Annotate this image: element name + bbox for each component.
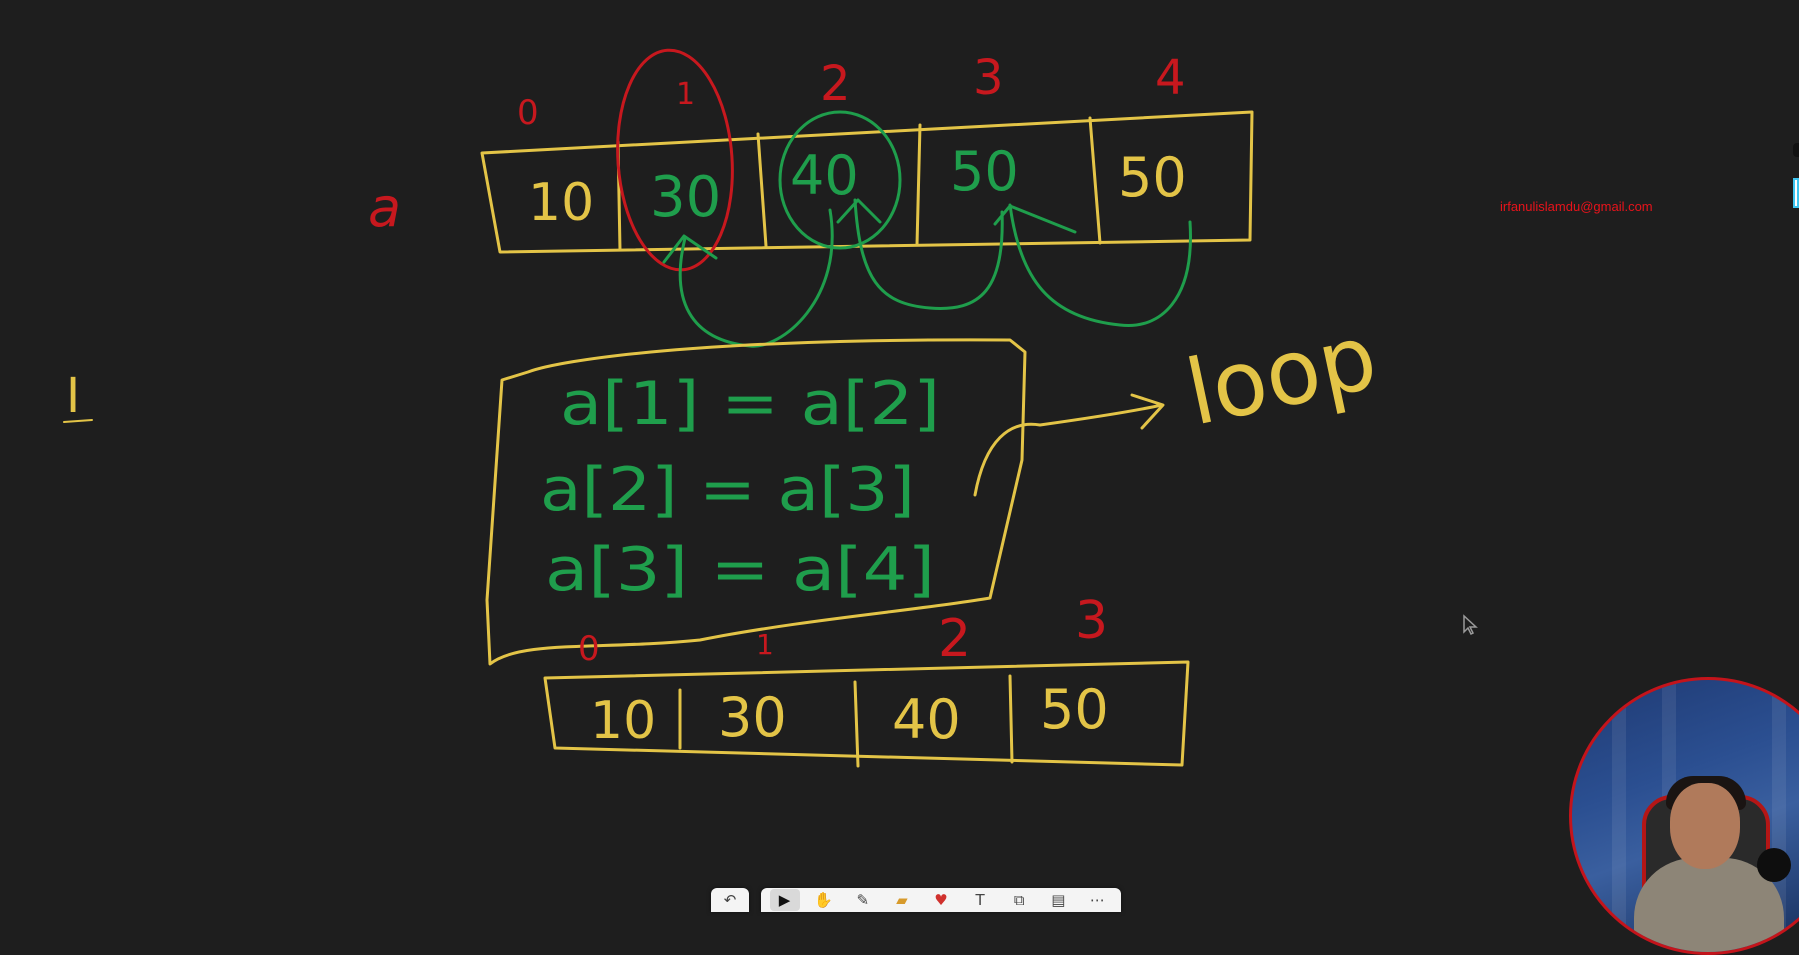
- edge-selection-marker[interactable]: [1793, 178, 1799, 208]
- top-cell: 40: [790, 144, 859, 207]
- shift-arrow: [1008, 203, 1192, 328]
- watermark-email: irfanulislamdu@gmail.com: [1500, 199, 1653, 214]
- assignment-line: a[2] = a[3]: [540, 455, 915, 525]
- side-mark-underline: [63, 419, 93, 423]
- loop-arrow: [973, 403, 1164, 497]
- top-index: 1: [676, 77, 695, 112]
- select-tool[interactable]: ▶: [769, 889, 800, 911]
- code-box: [485, 338, 1027, 666]
- shape-tool[interactable]: ⧉: [1013, 891, 1025, 909]
- top-array-box: [480, 110, 1254, 254]
- bottom-cell: 30: [718, 686, 787, 749]
- bottom-array-box: [543, 660, 1190, 767]
- hand-tool[interactable]: ✋: [814, 891, 833, 909]
- loop-arrow-head: [1130, 393, 1165, 430]
- loop-label: loop: [1178, 304, 1386, 446]
- bottom-cell: 10: [590, 691, 656, 751]
- top-index: 2: [820, 56, 851, 112]
- top-index: 3: [973, 50, 1004, 106]
- bottom-index: 1: [756, 628, 774, 661]
- top-array-divider: [756, 132, 768, 248]
- more-tool[interactable]: ⋯: [1089, 891, 1105, 909]
- top-index: 4: [1155, 50, 1186, 106]
- edge-handle-icon: [1793, 143, 1799, 157]
- top-array-divider: [1088, 116, 1102, 245]
- bottom-index: 0: [578, 629, 600, 669]
- mouse-cursor-icon: [1463, 614, 1478, 636]
- whiteboard-canvas[interactable]: a 0 1 2 3 4 10 30 40 50 50 a[1] = a[2] a…: [0, 0, 1799, 912]
- top-array-divider: [915, 123, 922, 247]
- pen-tool[interactable]: ✎: [856, 891, 870, 909]
- top-cell: 50: [950, 140, 1019, 203]
- top-cell: 50: [1118, 146, 1187, 209]
- assignment-line: a[1] = a[2]: [560, 369, 940, 439]
- drawing-toolbar: ▶ ✋ ✎ ▰ ♥ T ⧉ ▤ ⋯: [761, 888, 1121, 912]
- assignment-line: a[3] = a[4]: [545, 535, 935, 605]
- shift-arrow: [678, 208, 834, 348]
- bottom-index: 3: [1075, 591, 1108, 651]
- undo-icon[interactable]: ↶: [723, 891, 737, 909]
- top-cell: 30: [650, 165, 721, 230]
- text-tool[interactable]: T: [975, 891, 985, 909]
- bottom-index: 2: [938, 609, 971, 669]
- side-mark: I: [66, 368, 80, 424]
- top-index: 0: [517, 93, 539, 133]
- undo-toolbar: ↶: [711, 888, 749, 912]
- bottom-cell: 50: [1040, 678, 1109, 741]
- array-name: a: [368, 176, 401, 239]
- shift-arrow-head: [993, 204, 1077, 234]
- element-circle: [778, 110, 902, 250]
- sticker-tool[interactable]: ♥: [934, 891, 948, 909]
- frame-tool[interactable]: ▤: [1051, 891, 1066, 909]
- shift-arrow-head: [836, 198, 882, 224]
- highlighter-tool[interactable]: ▰: [896, 891, 908, 909]
- bottom-array-divider: [853, 680, 860, 768]
- bottom-cell: 40: [892, 688, 961, 751]
- shift-arrow: [853, 198, 1004, 310]
- bottom-array-divider: [1008, 674, 1014, 764]
- shift-arrow-head: [662, 234, 718, 264]
- highlight-circle: [616, 48, 734, 272]
- top-cell: 10: [528, 173, 594, 233]
